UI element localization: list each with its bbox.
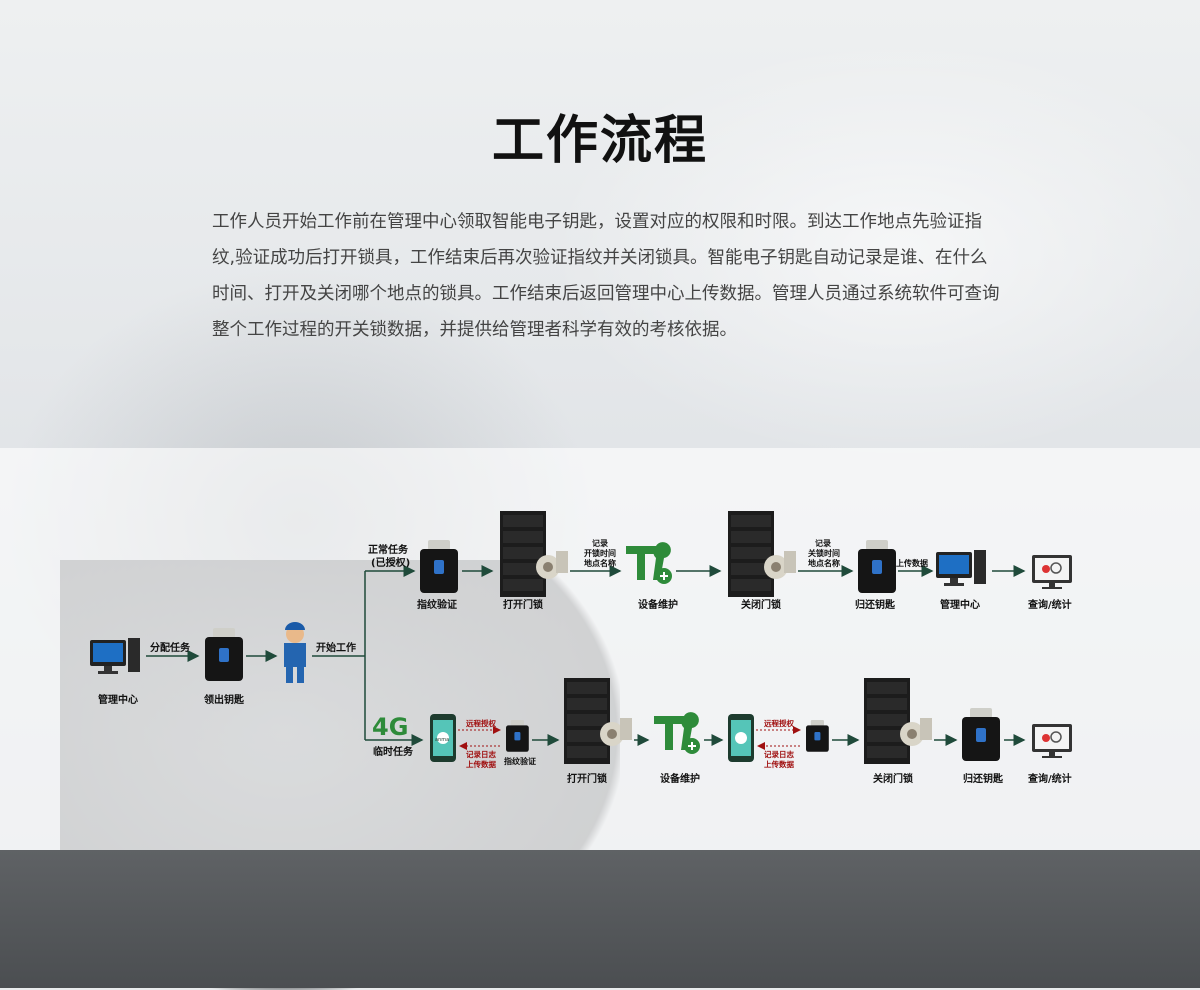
label-close-lock-temp: 关闭门锁 [873,772,913,785]
label-temp-task: 临时任务 [373,745,414,758]
label-open-lock: 打开门锁 [503,598,543,611]
report-monitor-icon [1031,723,1073,759]
label-log-2: 上传数据 [466,759,496,769]
label-open-lock-temp: 打开门锁 [567,772,607,785]
computer-icon [90,638,140,674]
label-authorized: (已授权) [371,556,410,569]
tools-icon [653,711,701,755]
description: 工作人员开始工作前在管理中心领取智能电子钥匙，设置对应的权限和时限。到达工作地点… [212,212,1000,340]
tools-icon [625,541,673,585]
label-assign-task: 分配任务 [150,641,191,654]
key-icon [806,720,829,752]
phone-icon [728,714,754,762]
label-get-key: 领出钥匙 [204,693,245,706]
label-query: 查询/统计 [1027,598,1072,611]
computer-icon [936,550,986,586]
label-maintain: 设备维护 [638,598,678,611]
key-icon [205,628,243,681]
label-remote-auth: 远程授权 [466,718,496,728]
app-brand: anma [435,737,449,743]
label-log-1: 记录日志 [466,749,496,759]
report-monitor-icon [1031,554,1073,590]
label-log-2-2: 上传数据 [764,759,794,769]
key-icon [962,708,1000,761]
lock-cabinet-icon [564,678,632,764]
label-record-open-1: 记录 [592,538,608,548]
label-record-close-1: 记录 [815,538,831,548]
label-fingerprint-temp: 指纹验证 [504,756,536,766]
flow-panel [0,448,1200,850]
lock-cabinet-icon [864,678,932,764]
label-query-temp: 查询/统计 [1027,772,1072,785]
label-return-key: 归还钥匙 [855,598,896,611]
label-start-work: 开始工作 [316,641,356,654]
key-icon [420,540,458,593]
label-record-close-3: 地点名称 [808,558,840,568]
worker-icon [284,622,306,683]
label-mgmt-center-start: 管理中心 [98,693,138,706]
label-4g: 4G [372,713,408,741]
label-fingerprint: 指纹验证 [417,598,457,611]
lock-cabinet-icon [728,511,796,597]
bottom-band [0,850,1200,988]
label-remote-auth-2: 远程授权 [764,718,794,728]
key-icon [506,720,529,752]
label-mgmt-center-end: 管理中心 [940,598,980,611]
label-record-open-3: 地点名称 [584,558,616,568]
label-normal-task: 正常任务 [368,543,409,556]
lock-cabinet-icon [500,511,568,597]
label-upload: 上传数据 [896,558,928,568]
label-return-key-temp: 归还钥匙 [963,772,1004,785]
label-record-open-2: 开锁时间 [584,548,616,558]
label-record-close-2: 关锁时间 [808,548,840,558]
label-log-2-1: 记录日志 [764,749,794,759]
label-maintain-temp: 设备维护 [660,772,700,785]
page-title: 工作流程 [491,111,708,171]
key-icon [858,540,896,593]
label-close-lock: 关闭门锁 [741,598,781,611]
